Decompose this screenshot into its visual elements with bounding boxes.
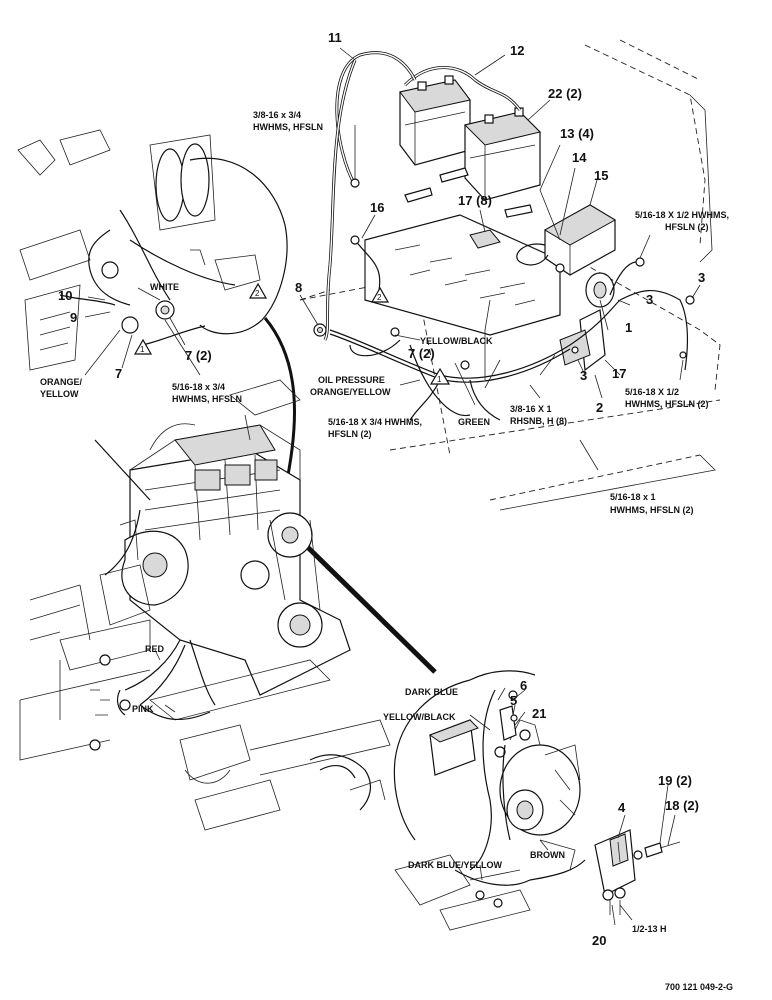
label-green: GREEN bbox=[458, 417, 490, 427]
callout-9: 9 bbox=[70, 310, 77, 325]
harness-upper bbox=[329, 299, 621, 379]
label-oil-pressure: OIL PRESSURE bbox=[318, 375, 385, 385]
label-hw-51618-12-mid-line2: HWHMS, HFSLN (2) bbox=[625, 399, 709, 409]
callout-5: 5 bbox=[510, 693, 517, 708]
alternator-bracket bbox=[594, 829, 681, 915]
label-hw-51618-12-mid-line1: 5/16-18 X 1/2 bbox=[625, 387, 679, 397]
leader-lines bbox=[84, 47, 701, 926]
battery-tray bbox=[364, 214, 561, 336]
callout-15: 15 bbox=[594, 168, 608, 183]
callout-17: 17 bbox=[612, 366, 626, 381]
label-white: WHITE bbox=[150, 282, 179, 292]
label-hw-3816-1-line1: 3/8-16 X 1 bbox=[510, 404, 552, 414]
detail-alternator bbox=[393, 670, 586, 931]
relay-bracket bbox=[559, 309, 606, 372]
label-hw-51618-1-line1: 5/16-18 x 1 bbox=[610, 492, 656, 502]
callout-3-left: 3 bbox=[580, 368, 587, 383]
horn bbox=[585, 272, 615, 308]
hold-down-clamp bbox=[469, 229, 501, 249]
callout-13: 13 (4) bbox=[560, 126, 594, 141]
label-hw-51618-34-mid-line1: 5/16-18 X 3/4 HWHMS, bbox=[328, 417, 422, 427]
label-yellow-black-top: YELLOW/BLACK bbox=[420, 336, 493, 346]
label-dark-blue: DARK BLUE bbox=[405, 687, 458, 697]
callout-21: 21 bbox=[532, 706, 546, 721]
label-hw-51618-34-left-line1: 5/16-18 x 3/4 bbox=[172, 382, 225, 392]
callout-18: 18 (2) bbox=[665, 798, 699, 813]
note-triangle-2-mid bbox=[370, 286, 390, 303]
label-hw-51618-12-top-line1: 5/16-18 X 1/2 HWHMS, bbox=[635, 210, 729, 220]
callout-16: 16 bbox=[370, 200, 384, 215]
callout-17-8: 17 (8) bbox=[458, 193, 492, 208]
label-dark-blue-yellow: DARK BLUE/YELLOW bbox=[408, 860, 503, 870]
detail-engine-left bbox=[17, 129, 288, 371]
label-orange-yellow-line1: ORANGE/ bbox=[40, 377, 83, 387]
note-1-left: 1 bbox=[140, 345, 145, 354]
engine-block bbox=[99, 379, 351, 696]
callout-8: 8 bbox=[295, 280, 302, 295]
cable-16 bbox=[354, 239, 381, 296]
label-hw-3816-34-line1: 3/8-16 x 3/4 bbox=[253, 110, 301, 120]
callout-22: 22 (2) bbox=[548, 86, 582, 101]
note-triangle-2-left bbox=[248, 282, 268, 299]
label-hw-51618-1-line2: HWHMS, HFSLN (2) bbox=[610, 505, 694, 515]
callout-3-center: 3 bbox=[646, 292, 653, 307]
label-hw-51618-34-left-line2: HWHMS, HFSLN bbox=[172, 394, 242, 404]
callout-7-2-mid: 7 (2) bbox=[408, 346, 435, 361]
frame-upper-right bbox=[299, 39, 721, 511]
callout-12: 12 bbox=[510, 43, 524, 58]
callout-11: 11 bbox=[328, 30, 342, 45]
cable-11-lower bbox=[323, 59, 357, 341]
note-triangle-1-mid bbox=[429, 367, 451, 385]
label-brown: BROWN bbox=[530, 850, 565, 860]
callout-7: 7 bbox=[115, 366, 122, 381]
note-triangle-1-left bbox=[133, 338, 153, 355]
callout-20: 20 bbox=[592, 933, 606, 948]
wire-labels: WHITE ORANGE/ YELLOW YELLOW/BLACK OIL PR… bbox=[40, 282, 565, 870]
label-hw-3816-1-line2: RHSNB, H (8) bbox=[510, 416, 567, 426]
drawing-number: 700 121 049-2-G bbox=[665, 982, 733, 992]
label-pink: PINK bbox=[132, 704, 154, 714]
note-1-mid: 1 bbox=[437, 375, 442, 384]
label-oil-orange-yellow: ORANGE/YELLOW bbox=[310, 387, 391, 397]
label-hw-51618-12-top-line2: HFSLN (2) bbox=[665, 222, 709, 232]
label-hw-3816-34-line2: HWHMS, HFSLN bbox=[253, 122, 323, 132]
callout-3-right: 3 bbox=[698, 270, 705, 285]
leader-lower bbox=[283, 523, 437, 674]
callout-2: 2 bbox=[596, 400, 603, 415]
frame-lower-left bbox=[19, 439, 391, 831]
callout-1: 1 bbox=[625, 320, 632, 335]
callout-7-2-left: 7 (2) bbox=[185, 348, 212, 363]
callout-19: 19 (2) bbox=[658, 773, 692, 788]
label-yellow-black-bottom: YELLOW/BLACK bbox=[383, 712, 456, 722]
note-2-mid: 2 bbox=[377, 293, 382, 302]
hardware-labels: 3/8-16 x 3/4 HWHMS, HFSLN 5/16-18 X 1/2 … bbox=[172, 110, 729, 934]
callout-14: 14 bbox=[572, 150, 587, 165]
label-hw-1213: 1/2-13 H bbox=[632, 924, 667, 934]
callout-10: 10 bbox=[58, 288, 72, 303]
note-2-left: 2 bbox=[255, 289, 260, 298]
battery-left bbox=[399, 75, 471, 166]
label-orange-yellow-line2: YELLOW bbox=[40, 389, 79, 399]
battery-right bbox=[464, 107, 541, 201]
label-red: RED bbox=[145, 644, 165, 654]
label-hw-51618-34-mid-line2: HFSLN (2) bbox=[328, 429, 372, 439]
voltage-regulator bbox=[516, 204, 616, 276]
callout-6: 6 bbox=[520, 678, 527, 693]
callout-numbers: 11 12 22 (2) 13 (4) 14 15 16 17 (8) 8 3 … bbox=[58, 30, 705, 948]
callout-4: 4 bbox=[618, 800, 626, 815]
